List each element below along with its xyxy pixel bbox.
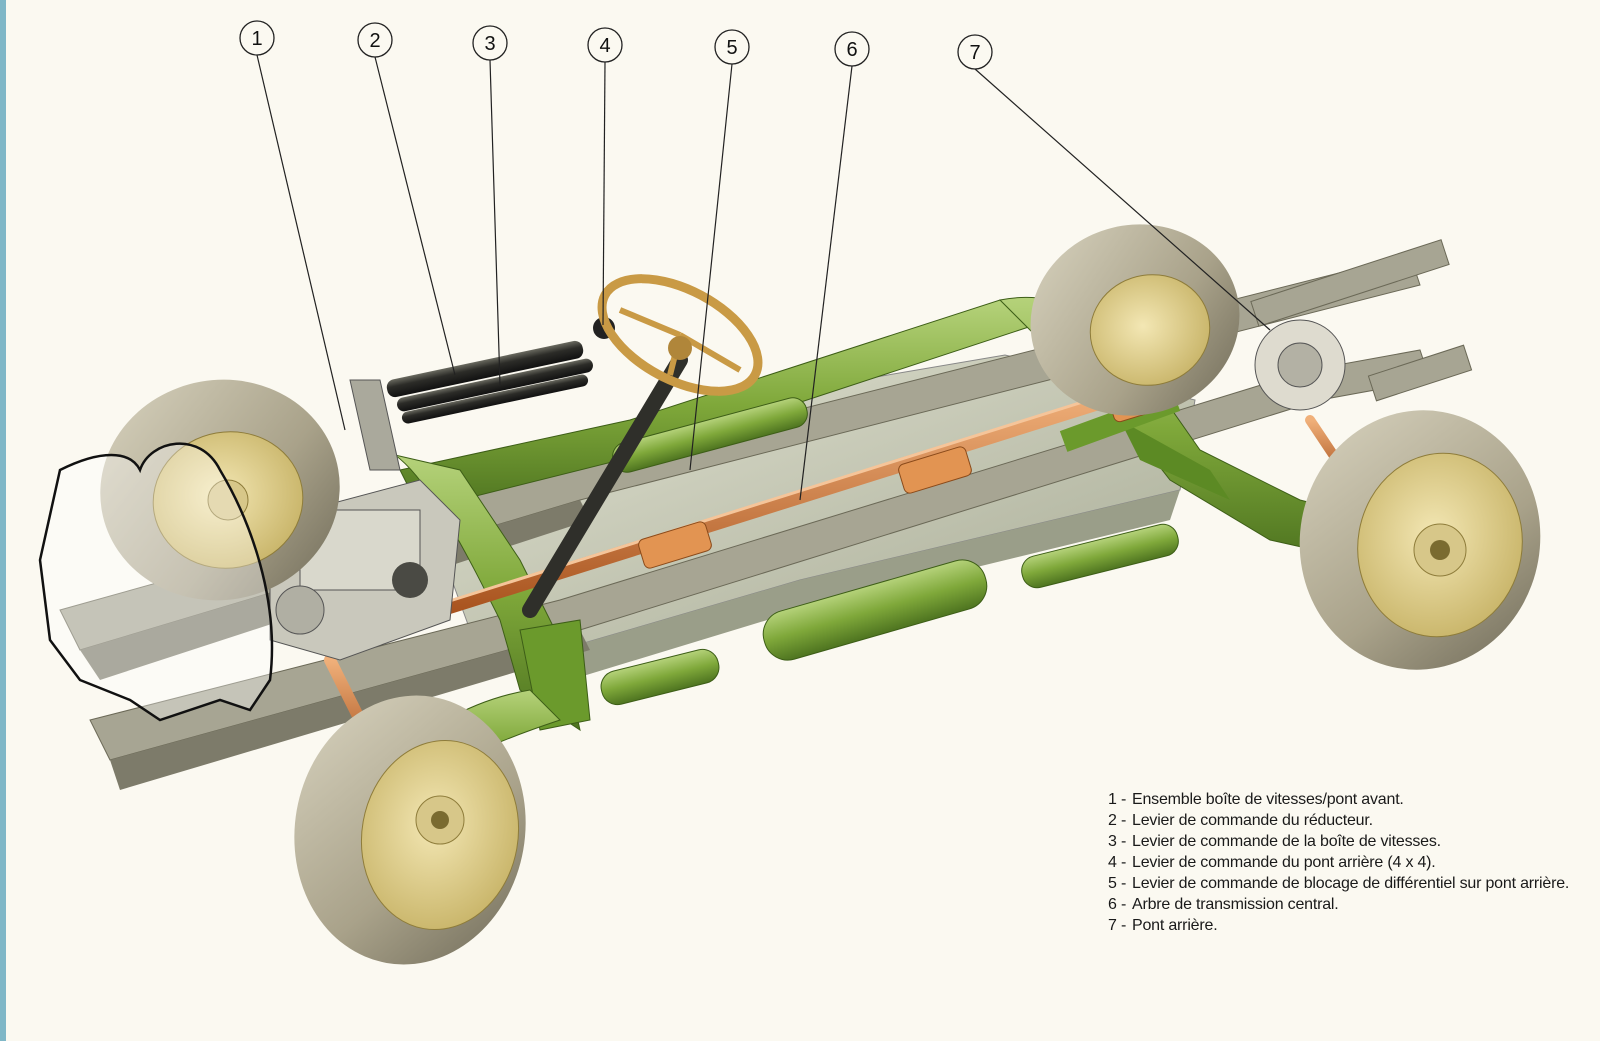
leader-lines: [256, 54, 1271, 501]
control-levers: [386, 317, 615, 424]
svg-text:5: 5: [726, 37, 737, 59]
steering-wheel: [522, 274, 763, 618]
svg-text:6: 6: [846, 39, 857, 61]
legend-item-4: 4 - Levier de commande du pont arrière (…: [1108, 852, 1578, 873]
callout-markers: 1 2 3 4 5 6 7: [239, 20, 993, 70]
svg-text:7: 7: [969, 42, 980, 64]
page-edge-strip: [0, 0, 6, 1041]
svg-text:2: 2: [369, 30, 380, 52]
legend-item-6: 6 - Arbre de transmission central.: [1108, 894, 1578, 915]
legend-text: Levier de commande du réducteur.: [1132, 812, 1373, 829]
wheel-front-right: [294, 695, 526, 965]
svg-text:1: 1: [251, 28, 262, 50]
svg-text:4: 4: [599, 35, 610, 57]
legend-number: 7 -: [1108, 917, 1127, 934]
legend-number: 2 -: [1108, 812, 1127, 829]
legend-item-3: 3 - Levier de commande de la boîte de vi…: [1108, 831, 1578, 852]
callout-1: 1: [239, 20, 275, 56]
legend-number: 6 -: [1108, 896, 1127, 913]
wheel-rear-right: [1299, 410, 1541, 670]
callout-5: 5: [714, 29, 750, 65]
wheel-rear-left: [1030, 224, 1240, 416]
legend-text: Pont arrière.: [1132, 917, 1218, 934]
engine-outline: [38, 442, 274, 722]
callout-7: 7: [957, 34, 993, 70]
legend-text: Ensemble boîte de vitesses/pont avant.: [1132, 791, 1404, 808]
legend-item-2: 2 - Levier de commande du réducteur.: [1108, 810, 1578, 831]
rear-axle: [1250, 239, 1473, 411]
callout-2: 2: [357, 22, 393, 58]
svg-text:3: 3: [484, 33, 495, 55]
callout-3: 3: [472, 25, 508, 61]
legend-item-5: 5 - Levier de commande de blocage de dif…: [1108, 873, 1578, 894]
callout-4: 4: [587, 27, 623, 63]
legend-item-1: 1 - Ensemble boîte de vitesses/pont avan…: [1108, 789, 1578, 810]
legend-text: Arbre de transmission central.: [1132, 896, 1339, 913]
legend-text: Levier de commande du pont arrière (4 x …: [1132, 854, 1436, 871]
legend: 1 - Ensemble boîte de vitesses/pont avan…: [1108, 789, 1578, 936]
legend-number: 5 -: [1108, 875, 1127, 892]
legend-number: 1 -: [1108, 791, 1127, 808]
legend-number: 4 -: [1108, 854, 1127, 871]
legend-text: Levier de commande de blocage de différe…: [1132, 875, 1570, 892]
side-tubes: [600, 397, 1179, 706]
legend-item-7: 7 - Pont arrière.: [1108, 915, 1578, 936]
callout-6: 6: [834, 31, 870, 67]
wheel-front-left: [100, 379, 340, 601]
legend-number: 3 -: [1108, 833, 1127, 850]
legend-text: Levier de commande de la boîte de vitess…: [1132, 833, 1441, 850]
